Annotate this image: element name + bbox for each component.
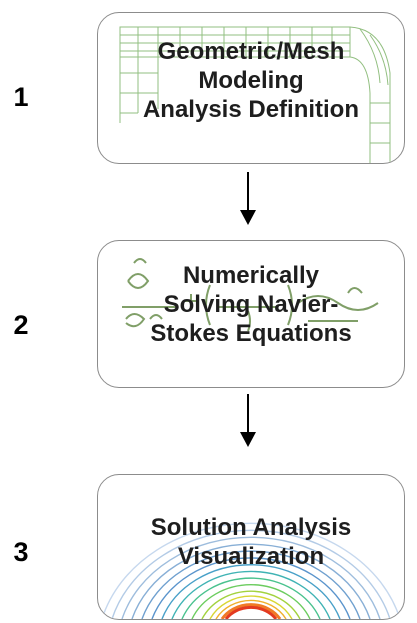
step-3-line-2: Visualization <box>177 543 325 570</box>
step-number-2: 2 <box>13 310 29 340</box>
step-box-1: Geometric/Mesh Modeling Analysis Definit… <box>97 12 405 164</box>
step-2-line-1: Numerically <box>182 262 320 289</box>
step-box-3: Solution Analysis Visualization <box>97 474 405 620</box>
step-3-line-1: Solution Analysis <box>150 514 352 541</box>
step-number-1: 1 <box>13 82 29 112</box>
step-2-line-3: Stokes Equations <box>150 320 352 347</box>
step-2-line-2: Solving Navier- <box>163 291 339 318</box>
contour-plot-icon <box>101 522 401 619</box>
equation-icon <box>122 258 379 332</box>
step-1-line-1: Geometric/Mesh <box>157 38 345 65</box>
step-1-line-2: Modeling <box>198 67 304 94</box>
step-number-3: 3 <box>13 537 29 567</box>
mesh-grid-icon <box>119 26 391 163</box>
arrow-down-icon <box>240 172 256 225</box>
step-box-2: Numerically Solving Navier- Stokes Equat… <box>97 240 405 388</box>
step-1-line-3: Analysis Definition <box>142 96 360 123</box>
arrow-down-icon <box>240 394 256 447</box>
